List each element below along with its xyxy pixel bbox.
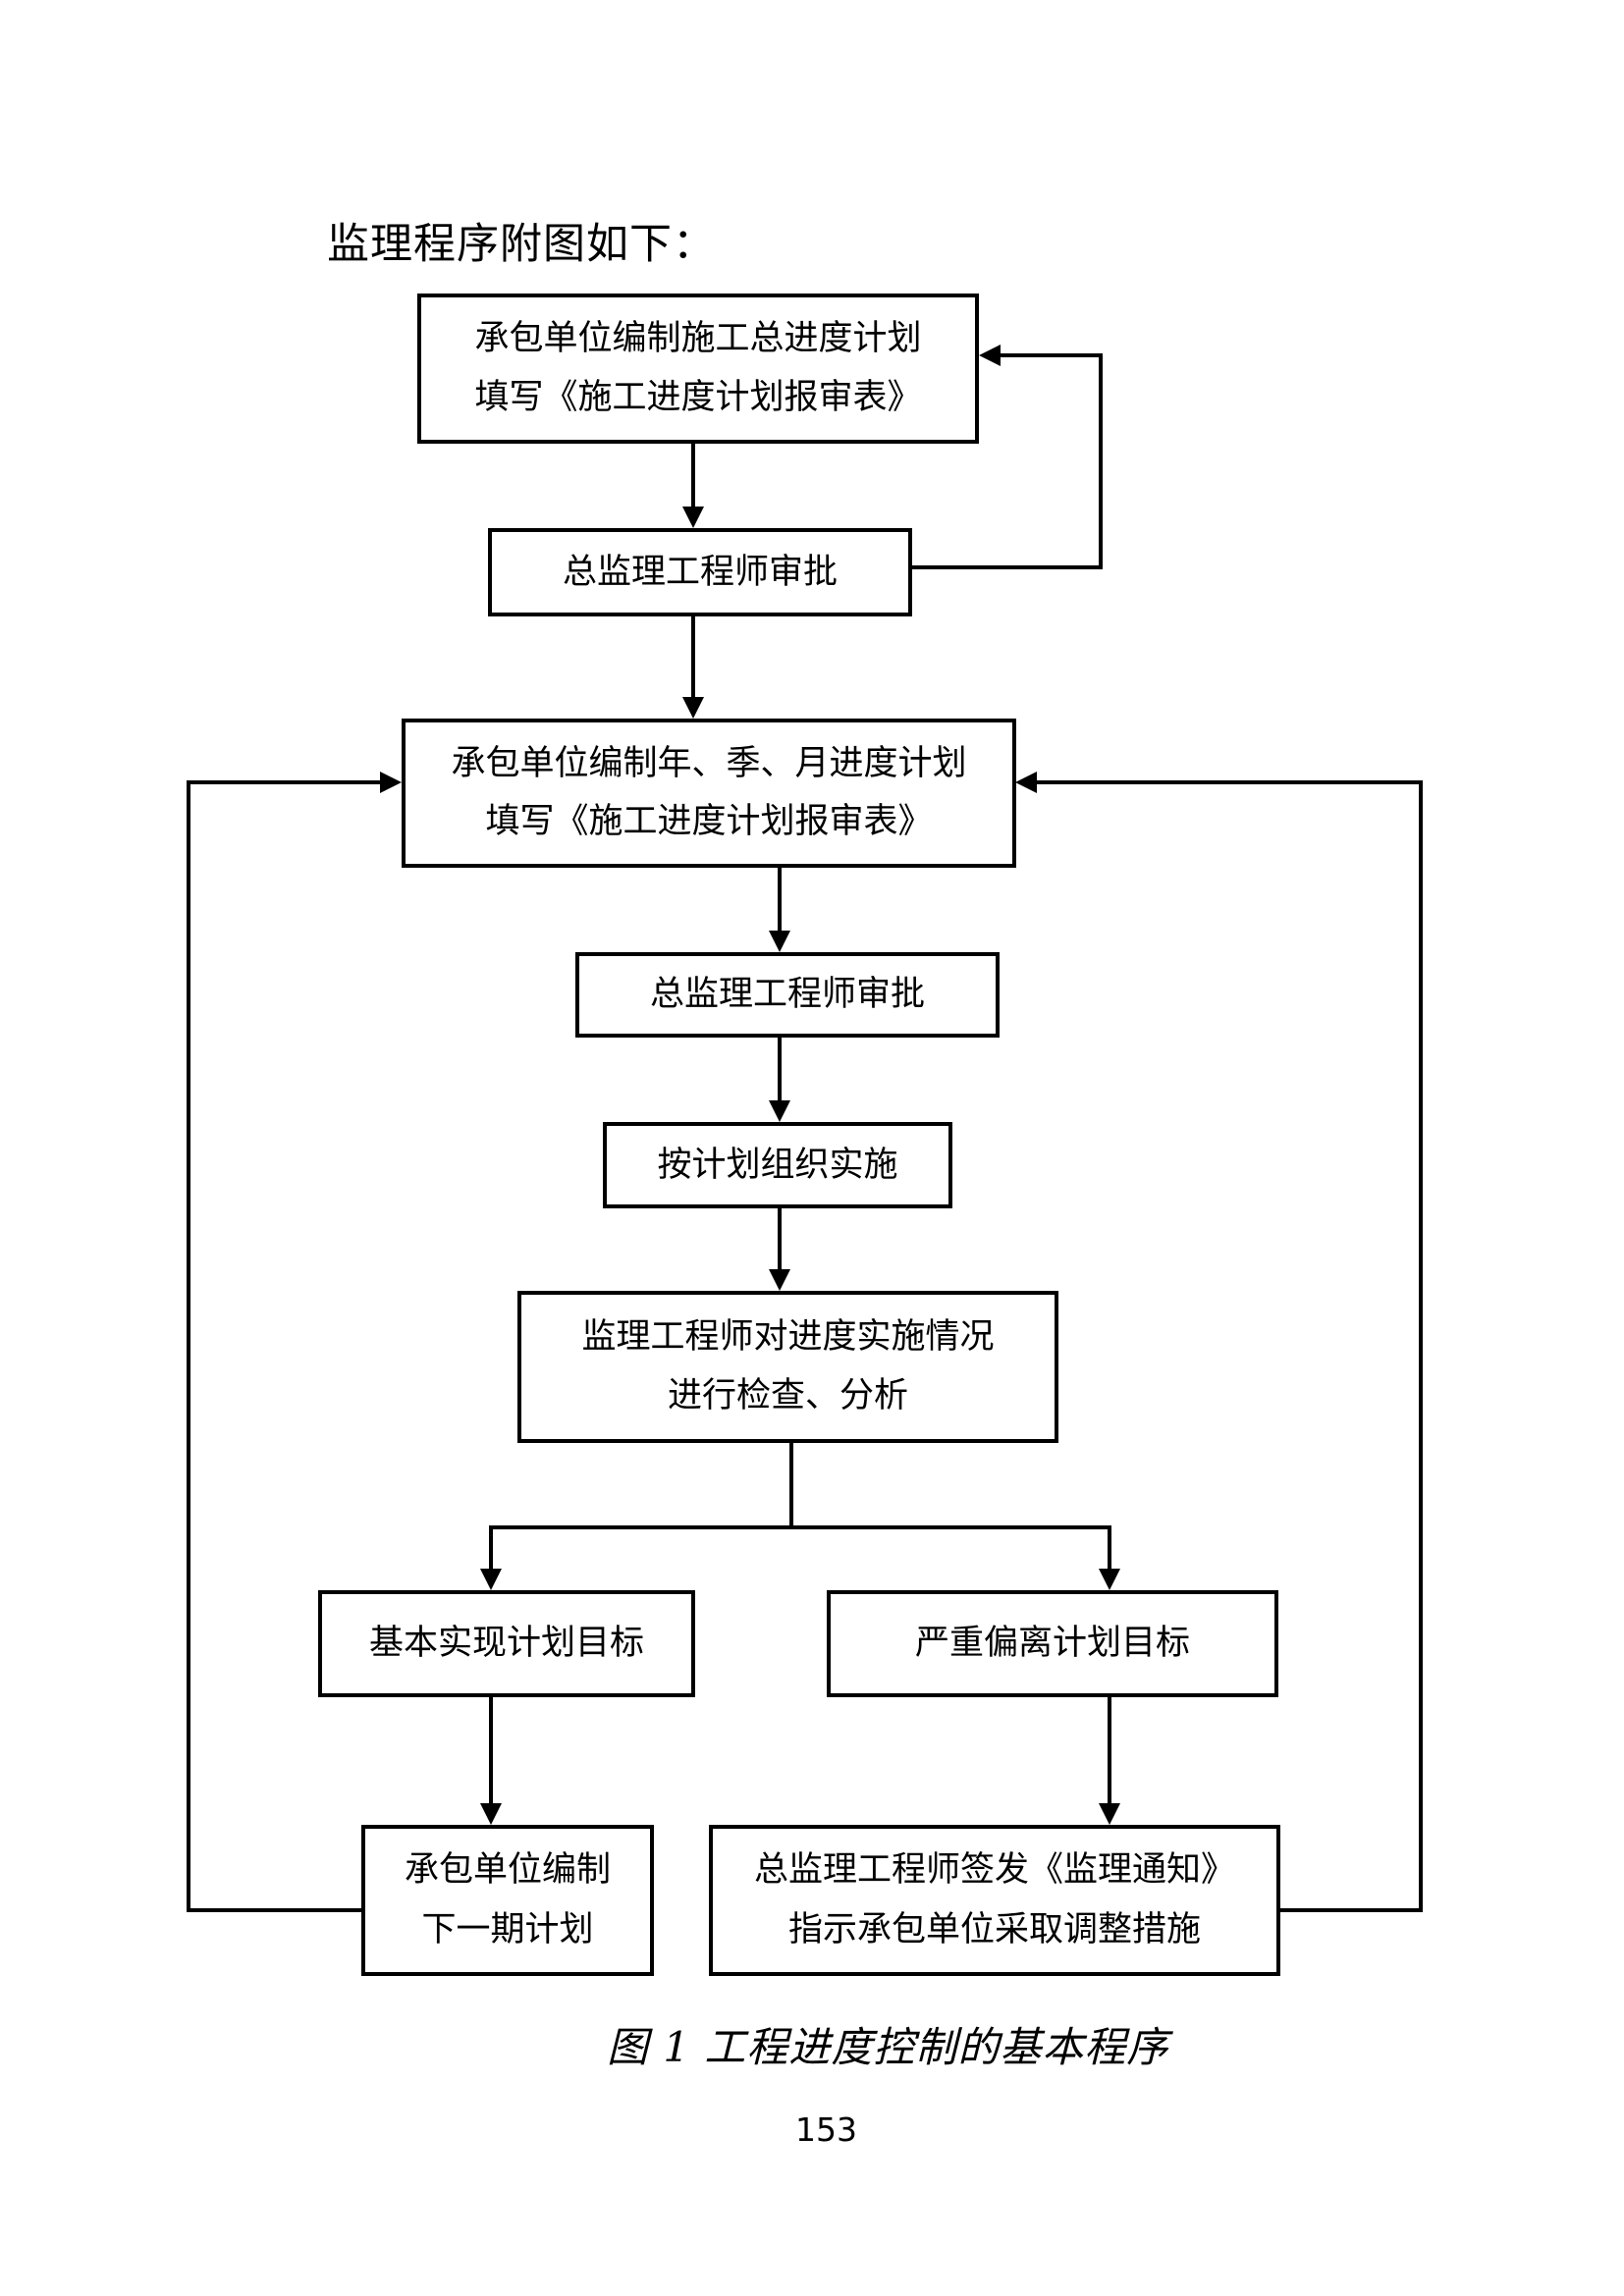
arrowhead-down-icon xyxy=(769,931,790,952)
arrowhead-down-icon xyxy=(480,1803,502,1825)
edge-line-inspect-stem xyxy=(789,1443,793,1529)
node-text-line: 承包单位编制年、季、月进度计划 xyxy=(451,743,967,783)
flow-node-issue-supervision-notice: 总监理工程师签发《监理通知》 指示承包单位采取调整措施 xyxy=(709,1825,1280,1976)
arrowhead-down-icon xyxy=(769,1269,790,1291)
flow-node-goal-basically-achieved: 基本实现计划目标 xyxy=(318,1590,695,1697)
edge-line-approval2-to-implement xyxy=(778,1038,782,1102)
node-text-line: 按计划组织实施 xyxy=(657,1145,898,1185)
edge-line-periodic-to-approval2 xyxy=(778,868,782,933)
node-text-line: 监理工程师对进度实施情况 xyxy=(581,1316,995,1357)
edge-line-right-loop-vertical xyxy=(1419,780,1423,1912)
edge-line-approval1-feedback-vertical xyxy=(1099,353,1103,569)
node-text-line: 总监理工程师签发《监理通知》 xyxy=(753,1850,1235,1891)
arrowhead-down-icon xyxy=(1099,1569,1120,1590)
flow-node-goal-seriously-deviated: 严重偏离计划目标 xyxy=(827,1590,1278,1697)
figure-caption: 图 1 工程进度控制的基本程序 xyxy=(607,2023,1169,2071)
edge-line-implement-to-inspect xyxy=(778,1208,782,1271)
edge-line-branch-split xyxy=(489,1525,1111,1529)
flow-node-compile-next-period-plan: 承包单位编制 下一期计划 xyxy=(361,1825,654,1976)
edge-line-approval1-feedback-bottom xyxy=(911,565,1103,569)
node-text-line: 下一期计划 xyxy=(421,1909,594,1949)
edge-line-deviated-to-notice xyxy=(1108,1697,1111,1805)
edge-line-approval1-feedback-top xyxy=(999,353,1101,357)
arrowhead-down-icon xyxy=(682,697,704,719)
page-number: 153 xyxy=(795,2110,857,2149)
arrowhead-down-icon xyxy=(1099,1803,1120,1825)
page-heading: 监理程序附图如下： xyxy=(327,220,716,269)
node-text-line: 基本实现计划目标 xyxy=(368,1624,644,1663)
node-text-line: 总监理工程师审批 xyxy=(649,975,925,1014)
arrowhead-right-icon xyxy=(380,772,402,793)
edge-line-branch-right xyxy=(1108,1525,1111,1571)
edge-line-left-loop-bottom xyxy=(187,1908,361,1912)
flow-node-chief-engineer-approval-1: 总监理工程师审批 xyxy=(488,528,912,616)
arrowhead-down-icon xyxy=(682,507,704,528)
arrowhead-left-icon xyxy=(979,345,1001,366)
flow-node-implement-per-plan: 按计划组织实施 xyxy=(603,1122,952,1208)
arrowhead-down-icon xyxy=(769,1100,790,1122)
edge-line-right-loop-top xyxy=(1037,780,1423,784)
edge-line-left-loop-vertical xyxy=(187,780,190,1912)
flow-node-inspect-and-analyze: 监理工程师对进度实施情况 进行检查、分析 xyxy=(517,1291,1058,1443)
edge-line-branch-left xyxy=(489,1525,493,1571)
node-text-line: 填写《施工进度计划报审表》 xyxy=(474,378,922,417)
node-text-line: 严重偏离计划目标 xyxy=(914,1624,1190,1663)
node-text-line: 承包单位编制 xyxy=(404,1850,611,1891)
edge-line-right-loop-bottom xyxy=(1279,1908,1423,1912)
edge-line-left-loop-top xyxy=(187,780,382,784)
flow-node-compile-master-schedule: 承包单位编制施工总进度计划 填写《施工进度计划报审表》 xyxy=(417,294,979,444)
node-text-line: 总监理工程师审批 xyxy=(562,552,838,592)
node-text-line: 承包单位编制施工总进度计划 xyxy=(474,319,922,358)
arrowhead-left-icon xyxy=(1015,772,1037,793)
edge-line-achieved-to-nextplan xyxy=(489,1697,493,1805)
node-text-line: 填写《施工进度计划报审表》 xyxy=(485,802,933,842)
node-text-line: 进行检查、分析 xyxy=(667,1376,908,1416)
edge-line-master-to-approval1 xyxy=(691,443,695,508)
flow-node-compile-periodic-schedule: 承包单位编制年、季、月进度计划 填写《施工进度计划报审表》 xyxy=(402,719,1016,868)
arrowhead-down-icon xyxy=(480,1569,502,1590)
edge-line-approval1-to-periodic xyxy=(691,616,695,699)
node-text-line: 指示承包单位采取调整措施 xyxy=(787,1909,1201,1949)
flow-node-chief-engineer-approval-2: 总监理工程师审批 xyxy=(575,952,1000,1038)
